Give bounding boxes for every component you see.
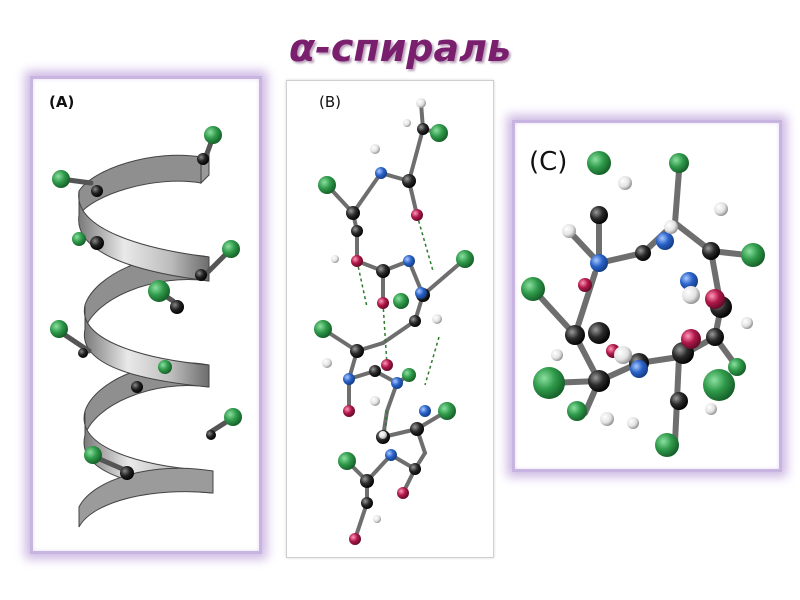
helix-top-view-illustration: [521, 151, 765, 457]
green-atoms: [50, 126, 242, 464]
panel-a-ribbon-helix: (A): [30, 76, 262, 554]
ball-and-stick-illustration: [314, 98, 474, 545]
nitrogen-atoms: [590, 232, 698, 378]
green-atoms: [521, 151, 765, 457]
panel-b-label: (B): [319, 93, 341, 111]
bonds: [321, 101, 467, 541]
panel-a-label: (A): [49, 93, 75, 111]
green-atoms: [314, 124, 474, 470]
black-atoms: [78, 153, 216, 480]
ribbon-helix-illustration: [50, 126, 242, 528]
hydrogen-atoms: [551, 176, 753, 429]
nitrogen-atoms: [343, 167, 431, 461]
oxygen-atoms: [343, 209, 423, 545]
panel-b-ball-and-stick: (B): [286, 80, 494, 558]
hydrogen-bonds: [356, 214, 440, 436]
hydrogen-atoms: [322, 98, 442, 523]
panel-c-label: (C): [529, 147, 568, 177]
ribbon-front-1: [78, 190, 210, 282]
ribbon-front-2: [83, 304, 210, 388]
page-title: α-спираль: [289, 26, 511, 70]
carbon-atoms: [346, 123, 430, 509]
panel-c-top-view: (C): [512, 120, 782, 472]
ribbon-back-4: [78, 467, 214, 528]
